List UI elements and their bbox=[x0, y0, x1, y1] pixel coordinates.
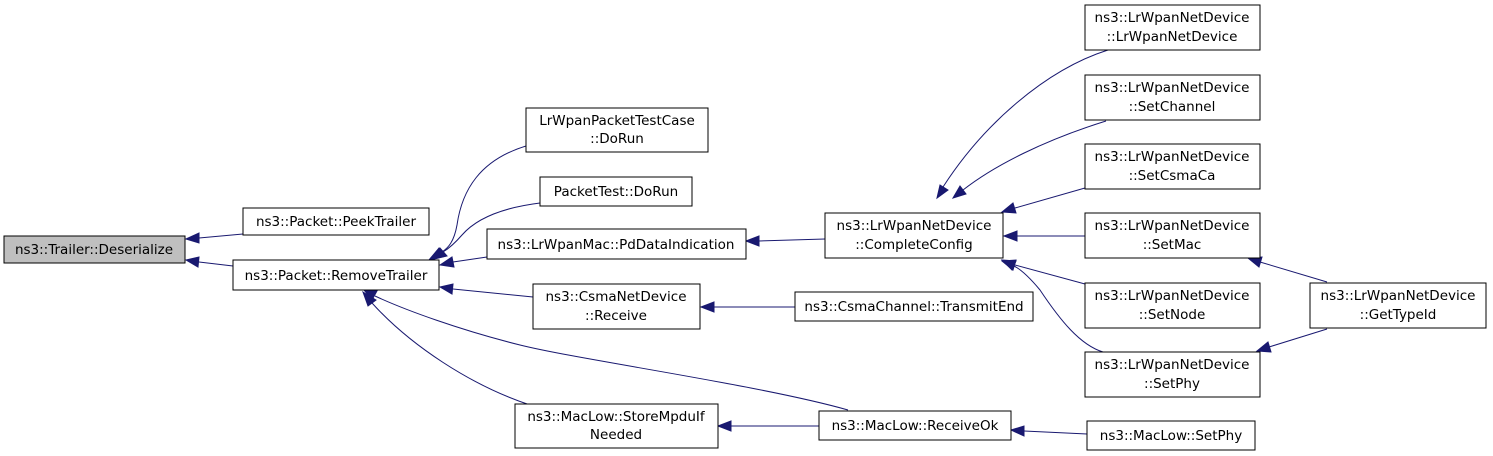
node-label-line: ns3::Packet::PeekTrailer bbox=[256, 214, 417, 230]
node-csmachannel-transmitend[interactable]: ns3::CsmaChannel::TransmitEnd bbox=[794, 291, 1034, 322]
node-label-line: ns3::MacLow::StoreMpduIf bbox=[527, 409, 706, 425]
node-maclow-setphy[interactable]: ns3::MacLow::SetPhy bbox=[1086, 420, 1256, 451]
edge-completeconfig-to-pddataindication bbox=[744, 235, 826, 247]
node-lrwpannetdevice-gettypeid[interactable]: ns3::LrWpanNetDevice ::GetTypeId bbox=[1309, 282, 1487, 329]
edge-setmac-to-completeconfig bbox=[1002, 230, 1085, 242]
node-maclow-receiveok[interactable]: ns3::MacLow::ReceiveOk bbox=[818, 410, 1012, 441]
edge-maclow-setphy-to-receiveok bbox=[1009, 425, 1088, 437]
node-label-line: PacketTest::DoRun bbox=[554, 184, 678, 200]
node-label-line: ns3::LrWpanNetDevice bbox=[1095, 80, 1250, 96]
node-label-line: ns3::LrWpanNetDevice bbox=[1095, 357, 1250, 373]
node-maclow-storempduifneeded[interactable]: ns3::MacLow::StoreMpduIf Needed bbox=[514, 403, 719, 449]
node-lrwpannetdevice-setphy[interactable]: ns3::LrWpanNetDevice ::SetPhy bbox=[1084, 351, 1261, 398]
edge-peektrailer-to-deserialize bbox=[184, 232, 244, 244]
edge-setcsmaca-to-completeconfig bbox=[1000, 187, 1086, 214]
node-label-line: ns3::Packet::RemoveTrailer bbox=[245, 268, 428, 284]
node-lrwpanmac-pddataindication[interactable]: ns3::LrWpanMac::PdDataIndication bbox=[486, 228, 747, 260]
call-graph-nodes: ns3::Trailer::Deserialize ns3::Packet::P… bbox=[3, 4, 1487, 451]
node-csmanetdevice-receive[interactable]: ns3::CsmaNetDevice ::Receive bbox=[532, 283, 701, 330]
node-label-line: ns3::CsmaChannel::TransmitEnd bbox=[804, 299, 1023, 315]
node-label-line: ::SetPhy bbox=[1144, 376, 1200, 392]
edge-removetrailer-to-deserialize bbox=[184, 256, 234, 268]
node-lrwpannetdevice-completeconfig[interactable]: ns3::LrWpanNetDevice ::CompleteConfig bbox=[824, 212, 1004, 259]
node-label-line: ns3::LrWpanNetDevice bbox=[1095, 218, 1250, 234]
edge-transmitend-to-csmanetdevice-receive bbox=[699, 301, 795, 313]
node-label-line: Needed bbox=[590, 427, 642, 443]
node-label-line: ::CompleteConfig bbox=[855, 237, 972, 253]
node-packet-peektrailer[interactable]: ns3::Packet::PeekTrailer bbox=[242, 207, 430, 236]
edge-csmanetdevice-receive-to-removetrailer bbox=[438, 283, 534, 298]
node-trailer-deserialize[interactable]: ns3::Trailer::Deserialize bbox=[3, 235, 186, 264]
edge-receiveok-to-storempduifneeded bbox=[716, 420, 819, 432]
node-label-line: ::LrWpanNetDevice bbox=[1107, 29, 1238, 45]
node-lrwpannetdevice-setcsmaca[interactable]: ns3::LrWpanNetDevice ::SetCsmaCa bbox=[1084, 143, 1261, 190]
node-label-line: ::DoRun bbox=[590, 131, 644, 147]
call-graph-edges bbox=[184, 49, 1328, 437]
node-label-line: ::GetTypeId bbox=[1360, 307, 1437, 323]
node-label-line: ::SetMac bbox=[1143, 237, 1202, 253]
node-label-line: ns3::MacLow::SetPhy bbox=[1100, 428, 1242, 444]
node-label-line: LrWpanPacketTestCase bbox=[539, 113, 695, 129]
node-label-line: ::SetChannel bbox=[1129, 99, 1216, 115]
edge-packettest-to-removetrailer bbox=[428, 202, 541, 261]
node-label-line: ::SetCsmaCa bbox=[1129, 168, 1216, 184]
node-lrwpannetdevice-setnode[interactable]: ns3::LrWpanNetDevice ::SetNode bbox=[1084, 282, 1261, 329]
node-label-line: ns3::LrWpanMac::PdDataIndication bbox=[498, 237, 735, 253]
node-label-line: ns3::MacLow::ReceiveOk bbox=[832, 418, 999, 434]
node-packettest-dorun[interactable]: PacketTest::DoRun bbox=[539, 176, 693, 207]
edge-gettypeid-to-setmac bbox=[1246, 256, 1328, 283]
node-lrwpanpackettestcase-dorun[interactable]: LrWpanPacketTestCase ::DoRun bbox=[525, 107, 709, 153]
node-label-line: ns3::LrWpanNetDevice bbox=[1095, 10, 1250, 26]
node-label-line: ns3::Trailer::Deserialize bbox=[15, 242, 173, 258]
edge-storempduifneeded-to-removetrailer bbox=[362, 290, 531, 406]
node-lrwpannetdevice-lrwpannetdevice[interactable]: ns3::LrWpanNetDevice ::LrWpanNetDevice bbox=[1084, 4, 1261, 51]
edge-setchannel-to-completeconfig bbox=[951, 120, 1107, 199]
edge-pddataindication-to-removetrailer bbox=[438, 256, 488, 268]
node-label-line: ::Receive bbox=[585, 308, 647, 324]
node-label-line: ns3::LrWpanNetDevice bbox=[1095, 149, 1250, 165]
node-label-line: ns3::LrWpanNetDevice bbox=[837, 218, 992, 234]
edge-ctor-to-completeconfig bbox=[936, 49, 1109, 200]
node-label-line: ::SetNode bbox=[1139, 307, 1206, 323]
node-label-line: ns3::CsmaNetDevice bbox=[545, 289, 686, 305]
edge-gettypeid-to-setphy bbox=[1255, 328, 1328, 353]
edge-setphy-to-completeconfig bbox=[1000, 259, 1104, 353]
node-packet-removetrailer[interactable]: ns3::Packet::RemoveTrailer bbox=[232, 259, 440, 291]
node-label-line: ns3::LrWpanNetDevice bbox=[1095, 288, 1250, 304]
node-lrwpannetdevice-setmac[interactable]: ns3::LrWpanNetDevice ::SetMac bbox=[1084, 212, 1261, 259]
node-label-line: ns3::LrWpanNetDevice bbox=[1321, 288, 1476, 304]
node-lrwpannetdevice-setchannel[interactable]: ns3::LrWpanNetDevice ::SetChannel bbox=[1084, 74, 1261, 121]
